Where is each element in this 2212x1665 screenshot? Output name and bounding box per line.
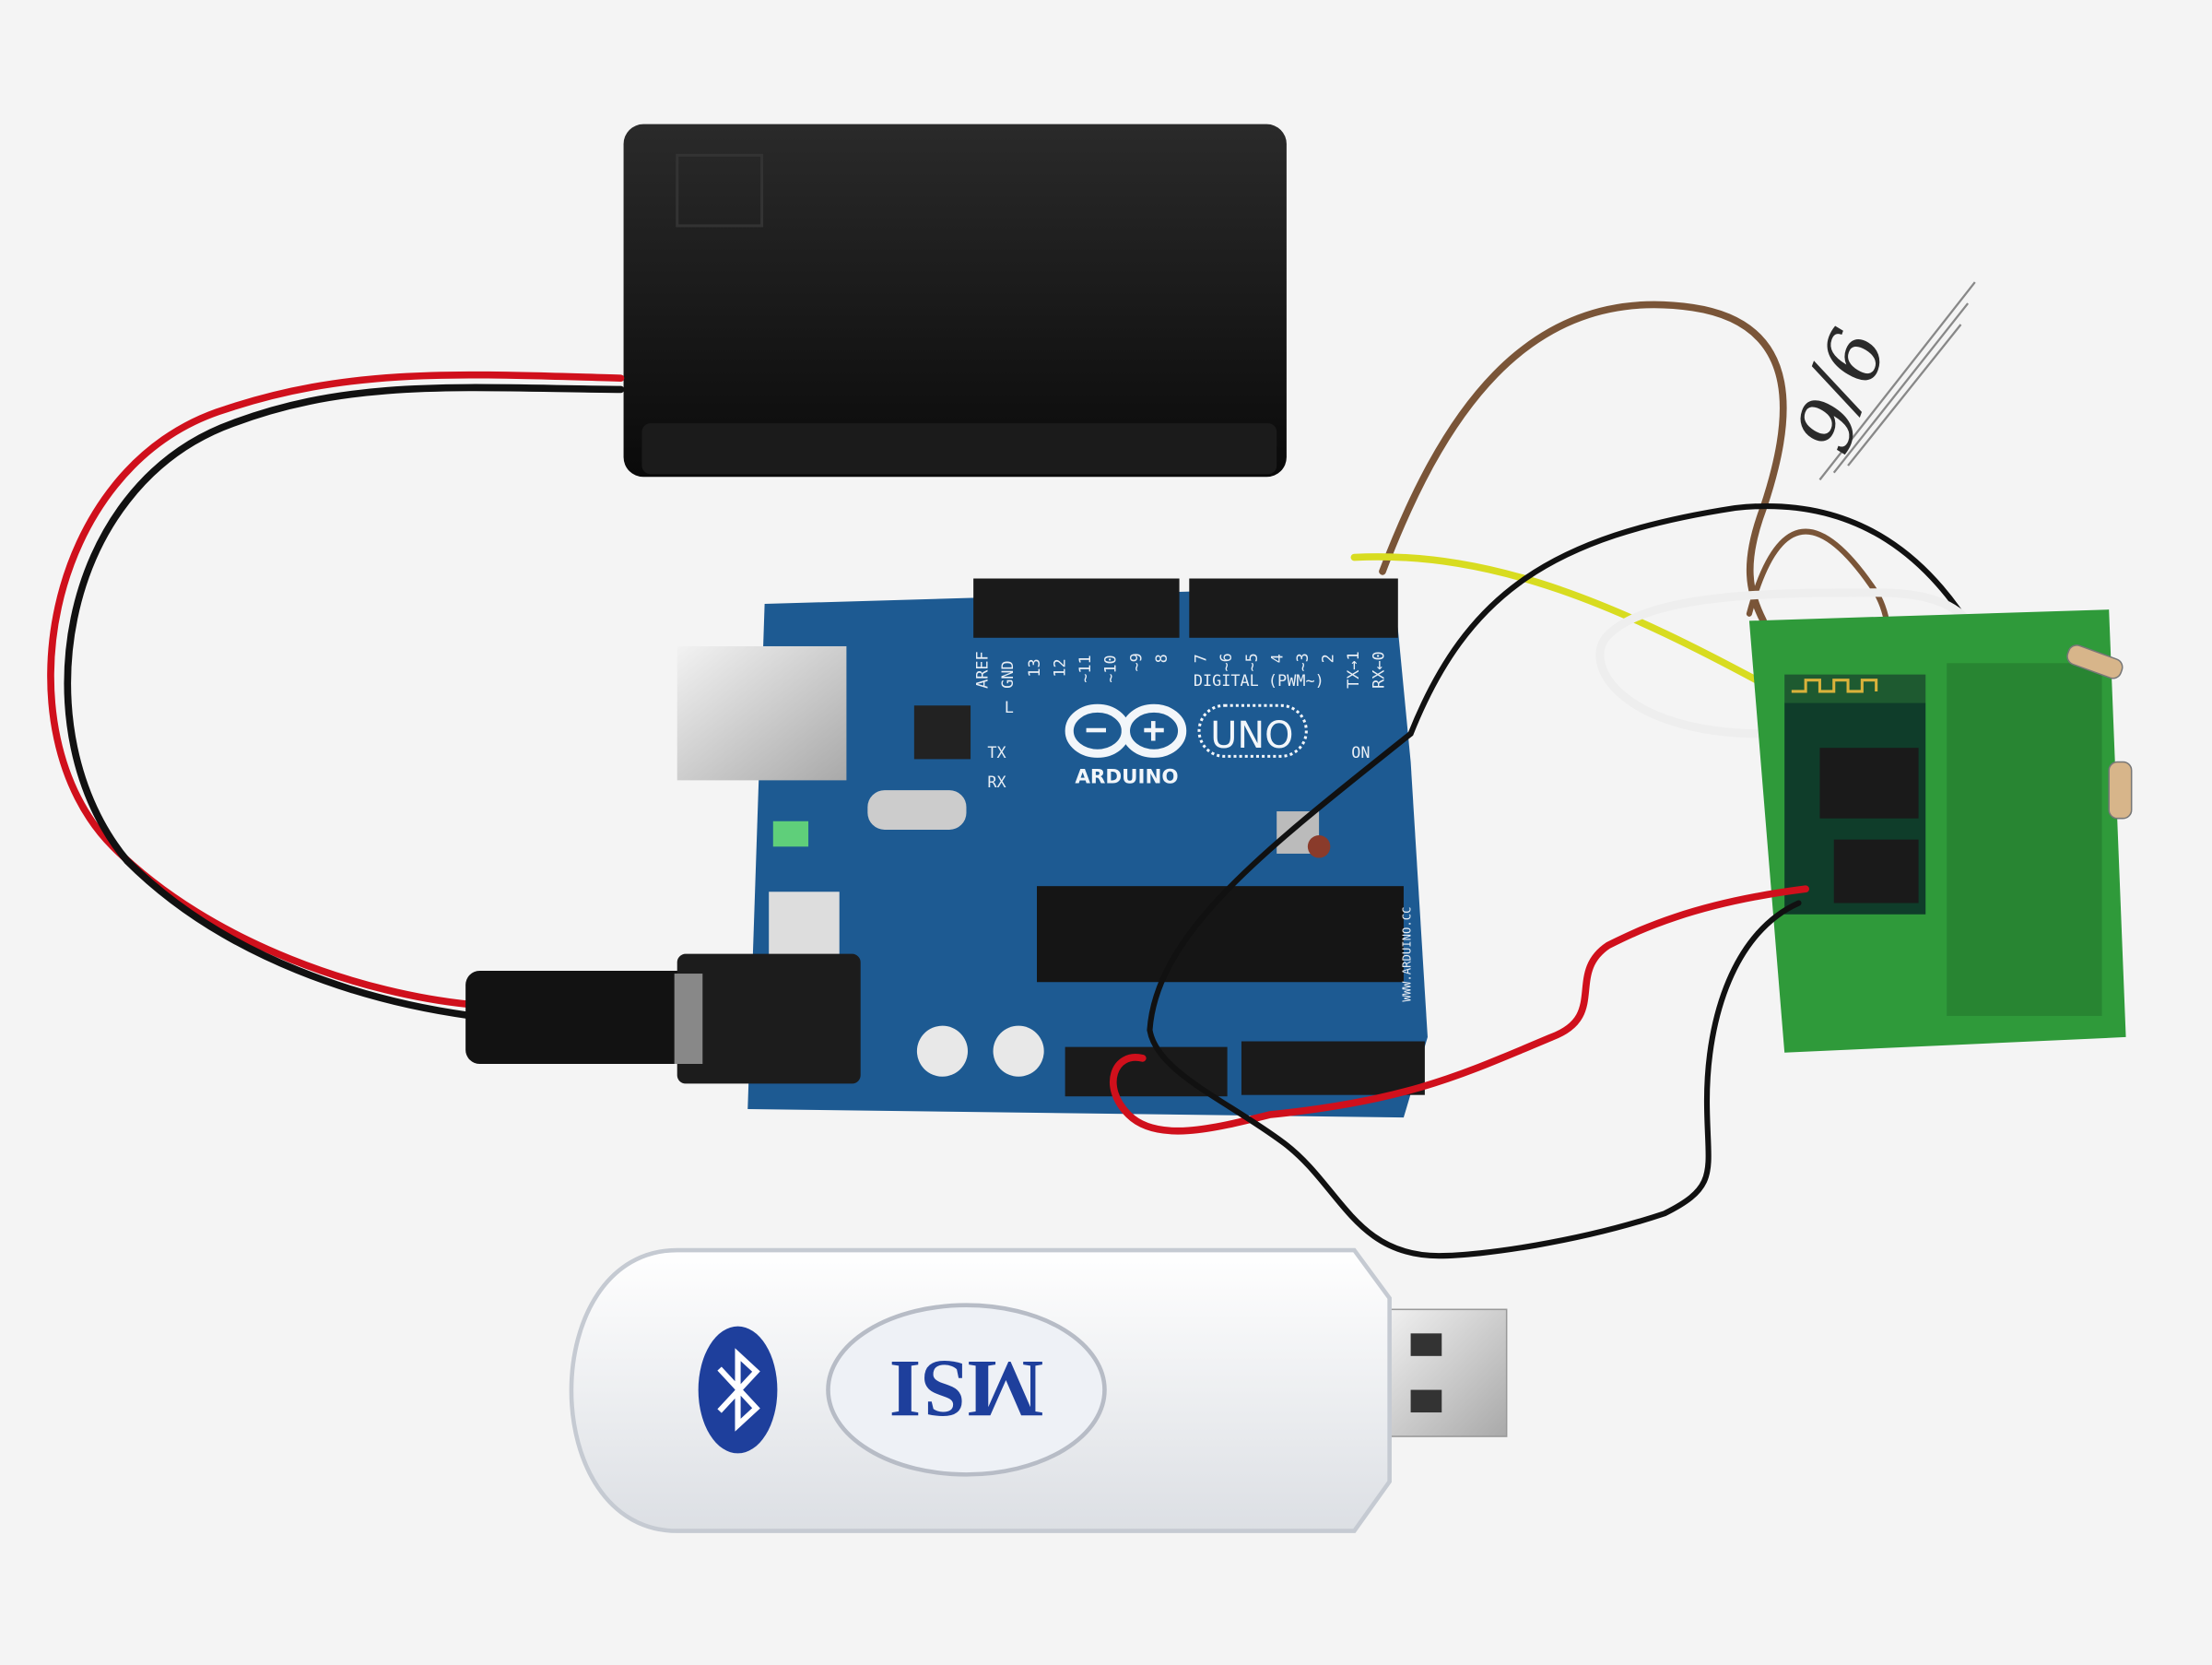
pin-label: ~3 [1293,653,1312,671]
website-label: WWW.ARDUINO.CC [1401,907,1414,1002]
brand-label: MSI [889,1343,1044,1434]
pin-label: 2 [1318,654,1336,663]
arduino-label: ARDUINO [1075,765,1178,788]
led-label: RX [987,773,1006,791]
capacitor [916,1025,969,1077]
microcontroller-chip [1037,886,1404,983]
pin-label: ~5 [1242,653,1261,671]
pin-label: TX→1 [1344,651,1362,689]
pin-label: 4 [1267,654,1286,663]
pin-label: ~10 [1101,655,1120,682]
usb-plug [1382,1308,1508,1437]
pin-header-right [1189,578,1398,638]
pin-label: 12 [1051,658,1069,677]
pin-label: AREF [972,651,991,689]
usb-b-port [677,645,847,781]
dc-power-plug [465,953,861,1084]
usb-bluetooth-dongle: MSI [569,1247,1508,1533]
pin-label: RX←0 [1370,651,1388,689]
led-label: ON [1351,743,1370,762]
pin-label: ~6 [1217,653,1235,671]
pin-label: 13 [1025,658,1043,677]
bluetooth-module [1784,674,1926,915]
pin-label: 8 [1152,654,1171,663]
uno-label: UNO [1210,714,1293,757]
digital-header-label: DIGITAL (PWM~) [1194,671,1324,690]
analog-header [1241,1041,1425,1095]
regulator [769,892,840,962]
arduino-logo: UNO ARDUINO [1065,703,1308,788]
resistors [2066,644,2133,820]
pin-label: 7 [1192,654,1210,663]
pin-label: ~11 [1076,655,1094,682]
led-label: L [1005,698,1014,716]
arduino-board: AREF GND 13 12 ~11 ~10 ~9 8 7 ~6 ~5 4 ~3… [677,578,1428,1118]
capacitor [993,1025,1044,1077]
front-wires [1110,730,1809,1259]
pin-label: ~9 [1126,653,1145,671]
usb-chip [913,705,971,760]
bluetooth-icon [698,1326,778,1454]
pin-label: GND [998,660,1017,688]
led-label: TX [987,743,1006,762]
battery-box [623,124,1287,478]
pin-header-left [973,578,1180,638]
crystal [867,790,967,830]
breadboard [1748,609,2133,1053]
